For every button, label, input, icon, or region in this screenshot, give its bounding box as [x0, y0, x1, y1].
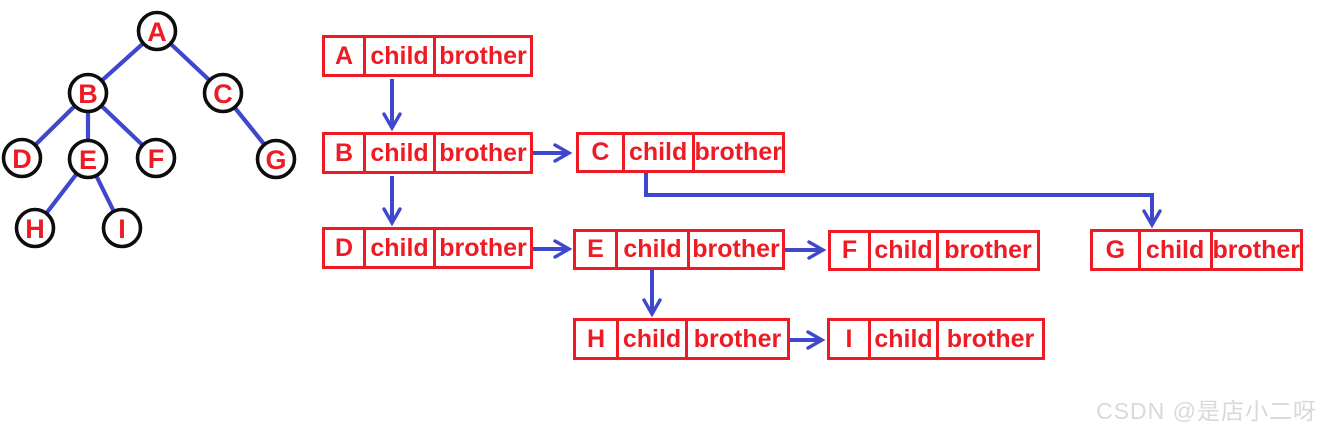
record-D-brother-cell: brother — [433, 230, 530, 266]
record-E-brother-cell: brother — [687, 232, 782, 267]
record-A-brother-cell: brother — [433, 38, 530, 74]
record-E-child-cell: child — [615, 232, 687, 267]
tree-nodes: A B C D E F G — [1, 10, 297, 249]
tree-node-E-label: E — [79, 145, 97, 175]
record-box-G: G child brother — [1090, 229, 1303, 271]
record-G-brother-cell: brother — [1209, 232, 1300, 268]
tree-node-I: I — [101, 207, 143, 249]
tree-node-C-circle — [202, 72, 244, 114]
record-C-letter-cell: C — [591, 138, 610, 166]
tree-node-E-circle — [67, 138, 109, 180]
watermark: CSDN @是店小二呀 — [1096, 398, 1317, 424]
tree-node-G-circle — [255, 138, 297, 180]
tree-node-B-label: B — [78, 79, 98, 109]
tree-node-H: H — [14, 207, 56, 249]
record-I-child-cell: child — [868, 321, 936, 357]
record-B-brother-cell: brother — [433, 135, 530, 171]
tree-node-F-circle — [135, 137, 177, 179]
record-C-child-cell: child — [621, 135, 692, 170]
tree-node-A-circle — [136, 10, 178, 52]
record-B-letter-cell: B — [334, 138, 354, 167]
record-G-letter-cell: G — [1105, 235, 1126, 264]
record-A-child-cell: child — [363, 38, 433, 74]
record-box-I: I child brother — [827, 318, 1045, 360]
record-F-letter-cell: F — [841, 236, 858, 264]
record-box-B: B child brother — [322, 132, 533, 174]
tree-node-A: A — [136, 10, 178, 52]
tree-node-D-label: D — [12, 144, 32, 174]
record-I-brother-cell: brother — [936, 321, 1042, 357]
record-A-letter-cell: A — [334, 41, 354, 70]
tree-node-F: F — [135, 137, 177, 179]
record-F-child-cell: child — [868, 233, 936, 268]
record-H-child-cell: child — [616, 321, 685, 357]
tree-node-D: D — [1, 137, 43, 179]
record-box-E: E child brother — [573, 229, 785, 270]
tree-node-A-label: A — [147, 17, 167, 47]
record-D-letter-cell: D — [334, 233, 354, 262]
tree-node-H-circle — [14, 207, 56, 249]
tree-node-B: B — [67, 72, 109, 114]
tree-node-H-label: H — [25, 214, 45, 244]
arrow-C-child-to-G — [644, 172, 1162, 229]
record-G-child-cell: child — [1137, 232, 1210, 268]
tree-node-G: G — [255, 138, 297, 180]
tree-node-C: C — [202, 72, 244, 114]
tree-node-B-circle — [67, 72, 109, 114]
tree-edges — [19, 28, 279, 231]
tree-node-F-label: F — [148, 144, 165, 174]
tree-node-D-circle — [1, 137, 43, 179]
tree-node-I-circle — [101, 207, 143, 249]
record-box-C: C child brother — [576, 132, 785, 173]
record-box-A: A child brother — [322, 35, 533, 77]
record-C-brother-cell: brother — [691, 135, 782, 170]
record-F-brother-cell: brother — [936, 233, 1037, 268]
record-E-letter-cell: E — [587, 235, 604, 263]
tree-node-G-label: G — [265, 145, 286, 175]
tree-node-C-label: C — [213, 79, 233, 109]
tree-node-E: E — [67, 138, 109, 180]
record-H-letter-cell: H — [586, 324, 606, 353]
record-I-letter-cell: I — [845, 324, 853, 353]
record-links — [382, 79, 1162, 350]
record-box-F: F child brother — [828, 230, 1040, 271]
record-box-D: D child brother — [322, 227, 533, 269]
tree-node-I-label: I — [118, 214, 126, 244]
record-H-brother-cell: brother — [685, 321, 787, 357]
record-D-child-cell: child — [363, 230, 433, 266]
record-box-H: H child brother — [573, 318, 790, 360]
record-B-child-cell: child — [363, 135, 433, 171]
